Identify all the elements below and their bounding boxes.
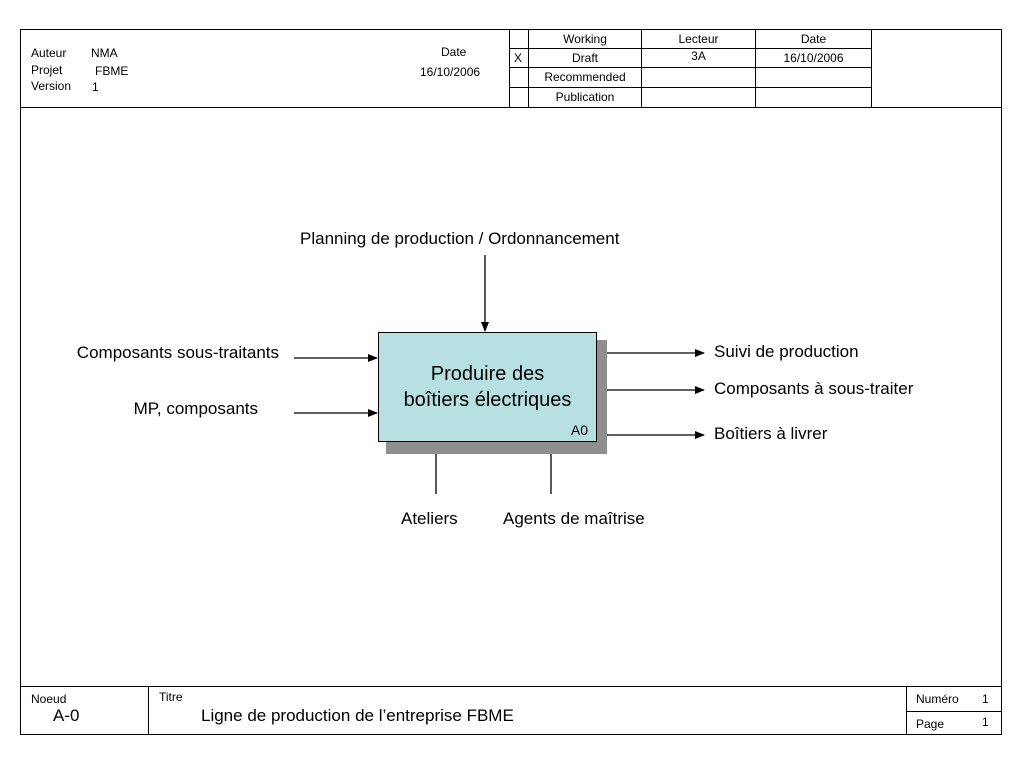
footer-divider: [906, 686, 907, 735]
status-working: Working: [563, 32, 607, 46]
page-label: Page: [916, 717, 945, 731]
status-grid-line: [509, 29, 510, 107]
status-grid-line: [528, 29, 529, 107]
status-grid-line: [755, 29, 756, 107]
diagram-title: Ligne de production de l’entreprise FBME: [201, 706, 514, 725]
number-label: Numéro: [916, 692, 959, 706]
project-value: FBME: [95, 64, 129, 78]
input-label: Composants sous-traitants: [76, 343, 279, 362]
activity-title-line2: boîtiers électriques: [403, 389, 572, 411]
status-grid-line: [509, 67, 871, 68]
mechanism-label: Agents de maîtrise: [503, 509, 645, 528]
number-value: 1: [982, 692, 989, 706]
reader-date-value: 16/10/2006: [783, 51, 844, 65]
activity-code: A0: [570, 422, 588, 438]
node-label: Noeud: [31, 692, 67, 706]
activity-title: Produire des boîtiers électriques: [379, 361, 596, 413]
activity-box-a0: Produire des boîtiers électriques A0: [378, 332, 597, 442]
mechanism-label: Ateliers: [401, 509, 458, 528]
output-label: Composants à sous-traiter: [714, 379, 914, 398]
footer-divider: [148, 686, 149, 735]
status-draft: Draft: [571, 51, 598, 65]
node-value: A-0: [53, 706, 80, 725]
status-recommended: Recommended: [544, 70, 626, 84]
control-label: Planning de production / Ordonnancement: [300, 229, 620, 248]
version-label: Version: [31, 79, 72, 93]
footer-divider: [20, 686, 1002, 687]
header-divider: [20, 107, 1002, 108]
footer-divider: [906, 711, 1002, 712]
status-grid-line: [871, 29, 872, 107]
status-grid-line: [641, 29, 642, 107]
status-grid-line: [509, 87, 871, 88]
version-value: 1: [92, 80, 99, 94]
output-label: Suivi de production: [714, 342, 859, 361]
date-value: 16/10/2006: [420, 65, 481, 79]
author-value: NMA: [91, 46, 118, 60]
title-label: Titre: [159, 690, 183, 704]
reader-value: 3A: [691, 49, 706, 63]
input-label: MP, composants: [133, 399, 258, 418]
project-label: Projet: [31, 63, 63, 77]
reader-date-label: Date: [800, 32, 827, 46]
output-label: Boîtiers à livrer: [714, 424, 828, 443]
status-grid-line: [509, 48, 871, 49]
activity-title-line1: Produire des: [430, 363, 545, 385]
author-label: Auteur: [31, 46, 67, 60]
reader-label: Lecteur: [678, 32, 719, 46]
status-publication: Publication: [555, 90, 615, 104]
idef0-frame: [20, 29, 1002, 735]
page-value: 1: [982, 715, 989, 729]
status-mark: X: [514, 51, 523, 65]
date-label: Date: [441, 45, 467, 59]
